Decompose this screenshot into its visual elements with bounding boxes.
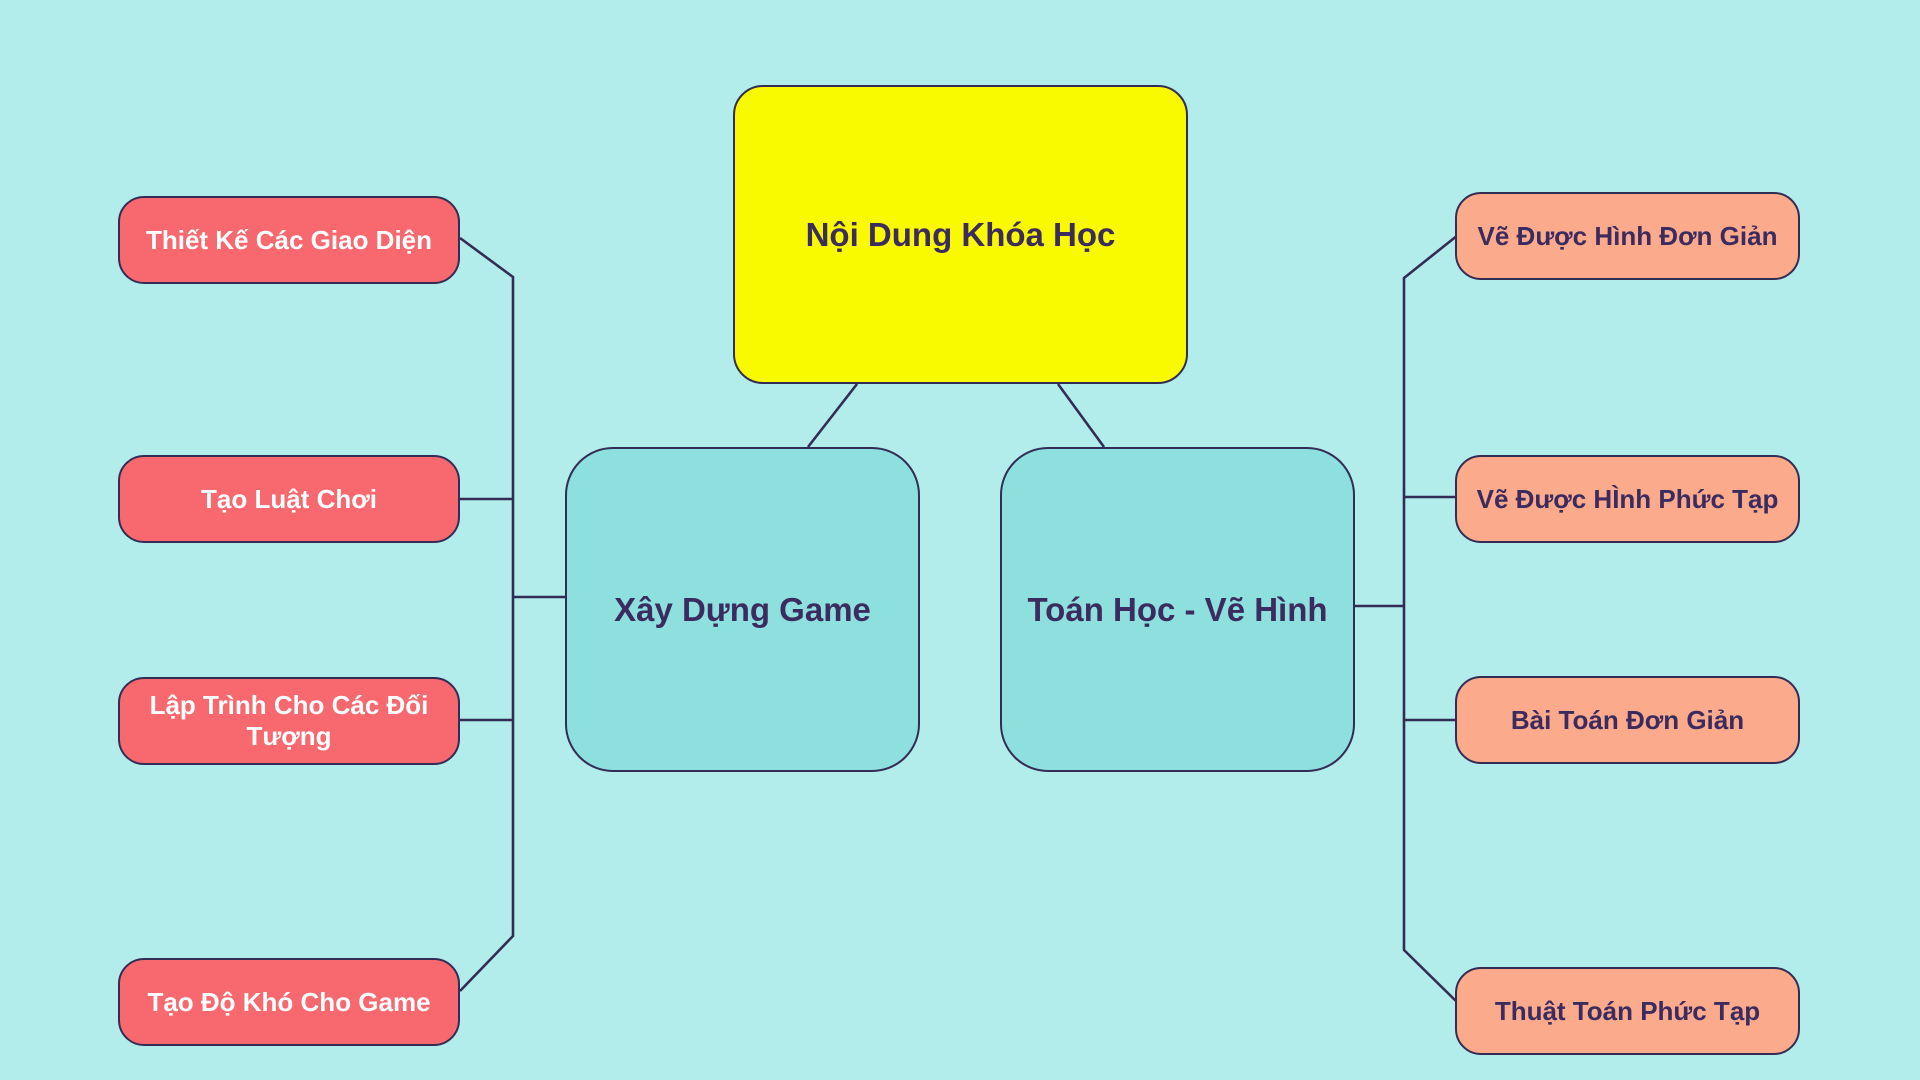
leaf-node-simple-shapes[interactable]: Vẽ Được Hình Đơn Giản — [1455, 192, 1800, 280]
branch-node-label: Xây Dựng Game — [614, 590, 871, 628]
leaf-node-complex-algorithms[interactable]: Thuật Toán Phức Tạp — [1455, 967, 1800, 1055]
branch-node-label: Toán Học - Vẽ Hình — [1027, 590, 1328, 628]
root-node-label: Nội Dung Khóa Học — [805, 215, 1116, 253]
root-node-course-content[interactable]: Nội Dung Khóa Học — [733, 85, 1188, 384]
leaf-node-label: Tạo Luật Chơi — [201, 483, 377, 514]
branch-node-math-drawing[interactable]: Toán Học - Vẽ Hình — [1000, 447, 1355, 772]
edge-left-trunk — [459, 236, 515, 992]
leaf-node-simple-problems[interactable]: Bài Toán Đơn Giản — [1455, 676, 1800, 764]
leaf-node-program-objects[interactable]: Lập Trình Cho Các Đối Tượng — [118, 677, 460, 765]
leaf-node-create-game-rules[interactable]: Tạo Luật Chơi — [118, 455, 460, 543]
leaf-node-label: Thiết Kế Các Giao Diện — [145, 224, 433, 255]
leaf-node-label: Tạo Độ Khó Cho Game — [147, 986, 431, 1017]
edge-right-trunk — [1402, 233, 1459, 1004]
leaf-node-game-difficulty[interactable]: Tạo Độ Khó Cho Game — [118, 958, 460, 1046]
edge-root-to-math — [1056, 383, 1106, 448]
leaf-node-complex-shapes[interactable]: Vẽ Được HÌnh Phức Tạp — [1455, 455, 1800, 543]
leaf-node-design-interfaces[interactable]: Thiết Kế Các Giao Diện — [118, 196, 460, 284]
leaf-node-label: Vẽ Được Hình Đơn Giản — [1477, 220, 1778, 251]
leaf-node-label: Thuật Toán Phức Tạp — [1494, 995, 1761, 1026]
branch-node-game-building[interactable]: Xây Dựng Game — [565, 447, 920, 772]
leaf-node-label: Lập Trình Cho Các Đối Tượng — [149, 690, 429, 751]
leaf-node-label: Bài Toán Đơn Giản — [1510, 704, 1745, 735]
edge-root-to-game — [806, 383, 859, 448]
leaf-node-label: Vẽ Được HÌnh Phức Tạp — [1476, 483, 1779, 514]
